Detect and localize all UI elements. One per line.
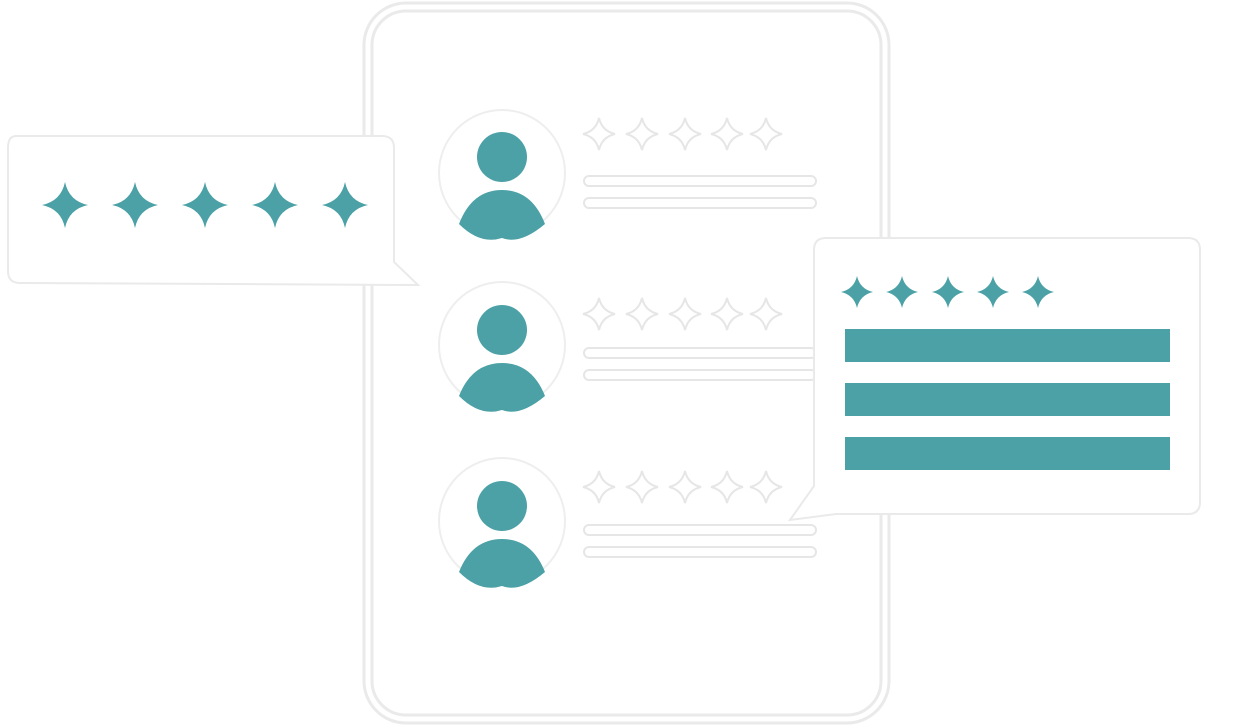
review-text-bars — [845, 329, 1170, 470]
text-line — [583, 524, 817, 536]
text-bar — [845, 383, 1170, 416]
avatar — [438, 457, 566, 588]
user-icon — [459, 305, 545, 412]
review-list — [438, 109, 817, 588]
user-icon — [459, 132, 545, 240]
review-item — [438, 109, 817, 240]
text-line — [583, 369, 817, 381]
avatar — [438, 281, 566, 412]
text-bar — [845, 329, 1170, 362]
review-item — [438, 457, 817, 588]
text-line — [583, 546, 817, 558]
user-icon — [459, 481, 545, 588]
review-text-lines — [583, 524, 817, 558]
avatar — [438, 109, 566, 240]
text-line — [583, 175, 817, 187]
review-bubble — [787, 237, 1201, 522]
text-line — [583, 347, 817, 359]
text-bar — [845, 437, 1170, 470]
review-text-lines — [583, 175, 817, 209]
review-text-lines — [583, 347, 817, 381]
text-line — [583, 197, 817, 209]
rating-bubble — [7, 135, 421, 287]
review-item — [438, 281, 817, 412]
